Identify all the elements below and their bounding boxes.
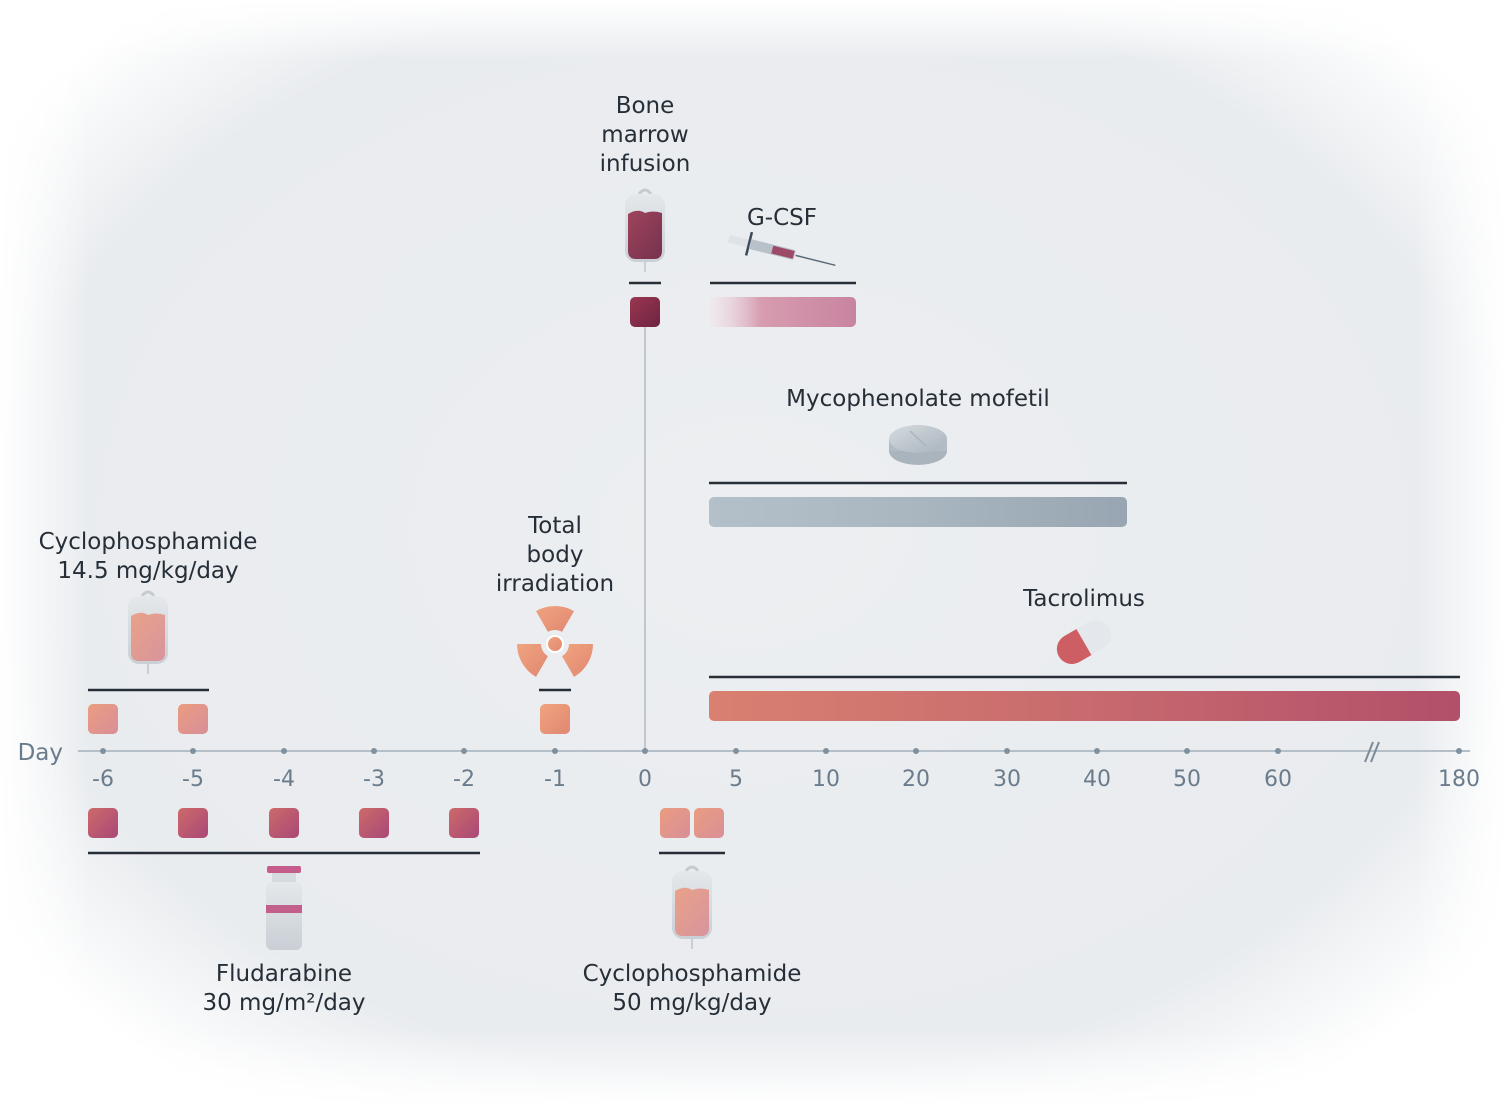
day-axis: Day -6 -5 -4 -3 -2 -1 0 5 10 20 30 40 50 60 180 (18, 326, 1480, 792)
vial-icon (266, 866, 302, 950)
tick-label: -6 (92, 767, 114, 792)
duration-bar (710, 297, 856, 327)
tick-label: 10 (812, 767, 840, 792)
background-fade-right (1416, 0, 1506, 1106)
tick-label: 30 (993, 767, 1021, 792)
tick-dot (281, 748, 287, 754)
treatment-mycophenolate-mofetil: Mycophenolate mofetil (709, 386, 1127, 527)
dose-marker (88, 704, 118, 734)
tick-label: -2 (453, 767, 475, 792)
iv-bag-icon (128, 590, 168, 674)
syringe-icon (728, 231, 836, 267)
tick-dot (552, 748, 558, 754)
iv-bag-icon (672, 865, 712, 949)
treatment-label: marrow (601, 122, 688, 148)
treatment-label: Tacrolimus (1022, 586, 1145, 612)
tick-label: 20 (902, 767, 930, 792)
capsule-icon (1056, 620, 1112, 664)
dose-marker (449, 808, 479, 838)
tick-dot (1184, 748, 1190, 754)
tick-label: 180 (1438, 767, 1480, 792)
tick-dot (913, 748, 919, 754)
tick-label: 60 (1264, 767, 1292, 792)
dose-marker (269, 808, 299, 838)
tick-dot (100, 748, 106, 754)
tick-dot (642, 748, 648, 754)
dose-marker (660, 808, 690, 838)
treatment-bone-marrow-infusion: Bone marrow infusion (600, 93, 691, 327)
background-fade-left (0, 0, 90, 1106)
treatment-label: 30 mg/m²/day (202, 990, 365, 1016)
tick-label: 50 (1173, 767, 1201, 792)
duration-bar (709, 497, 1127, 527)
dose-marker (178, 704, 208, 734)
treatment-g-csf: G-CSF (710, 205, 856, 327)
axis-label-day: Day (18, 740, 63, 766)
radiation-icon (517, 606, 593, 677)
treatment-label: Cyclophosphamide (39, 529, 258, 555)
background-fade-bottom (0, 1030, 1506, 1106)
tick-dot (371, 748, 377, 754)
tick-label: 40 (1083, 767, 1111, 792)
treatment-label: infusion (600, 151, 691, 177)
tick-dot (1094, 748, 1100, 754)
tablet-icon (889, 425, 947, 465)
dose-marker (540, 704, 570, 734)
tick-dot (823, 748, 829, 754)
dose-marker (630, 297, 660, 327)
tick-dot (461, 748, 467, 754)
tick-label: 0 (638, 767, 652, 792)
tick-label: -4 (273, 767, 295, 792)
treatment-label: 14.5 mg/kg/day (57, 558, 238, 584)
dose-marker (178, 808, 208, 838)
background-fade-top (0, 0, 1506, 60)
tick-dot (1004, 748, 1010, 754)
tick-label: -3 (363, 767, 385, 792)
dose-marker (359, 808, 389, 838)
treatment-label: Cyclophosphamide (583, 961, 802, 987)
duration-bar (709, 691, 1460, 721)
tick-dot (733, 748, 739, 754)
tick-label: -5 (182, 767, 204, 792)
treatment-label: Mycophenolate mofetil (786, 386, 1050, 412)
tick-label: 5 (729, 767, 743, 792)
treatment-cyclophosphamide-post: Cyclophosphamide 50 mg/kg/day (583, 808, 802, 1016)
treatment-label: Total (527, 513, 582, 539)
treatment-label: irradiation (496, 571, 614, 597)
treatment-total-body-irradiation: Total body irradiation (496, 513, 614, 734)
dose-marker (694, 808, 724, 838)
treatment-label: 50 mg/kg/day (612, 990, 771, 1016)
tick-dot (1275, 748, 1281, 754)
treatment-label: body (527, 542, 584, 568)
treatment-label: Bone (616, 93, 675, 119)
tick-dot (1456, 748, 1462, 754)
treatment-tacrolimus: Tacrolimus (709, 586, 1460, 721)
blood-bag-icon (625, 188, 665, 272)
tick-dot (190, 748, 196, 754)
axis-break-icon (1364, 741, 1380, 763)
treatment-fludarabine: Fludarabine 30 mg/m²/day (88, 808, 480, 1016)
tick-label: -1 (544, 767, 566, 792)
treatment-cyclophosphamide-pre: Cyclophosphamide 14.5 mg/kg/day (39, 529, 258, 734)
treatment-label: G-CSF (747, 205, 817, 231)
treatment-label: Fludarabine (216, 961, 352, 987)
dose-marker (88, 808, 118, 838)
